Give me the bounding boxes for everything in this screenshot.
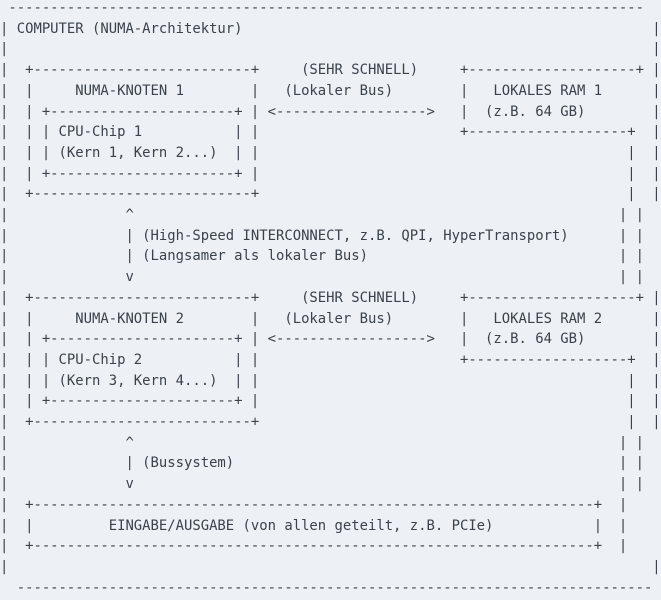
numa-architecture-diagram: ----------------------------------------… bbox=[0, 0, 661, 596]
ascii-art-diagram: ----------------------------------------… bbox=[0, 0, 661, 596]
